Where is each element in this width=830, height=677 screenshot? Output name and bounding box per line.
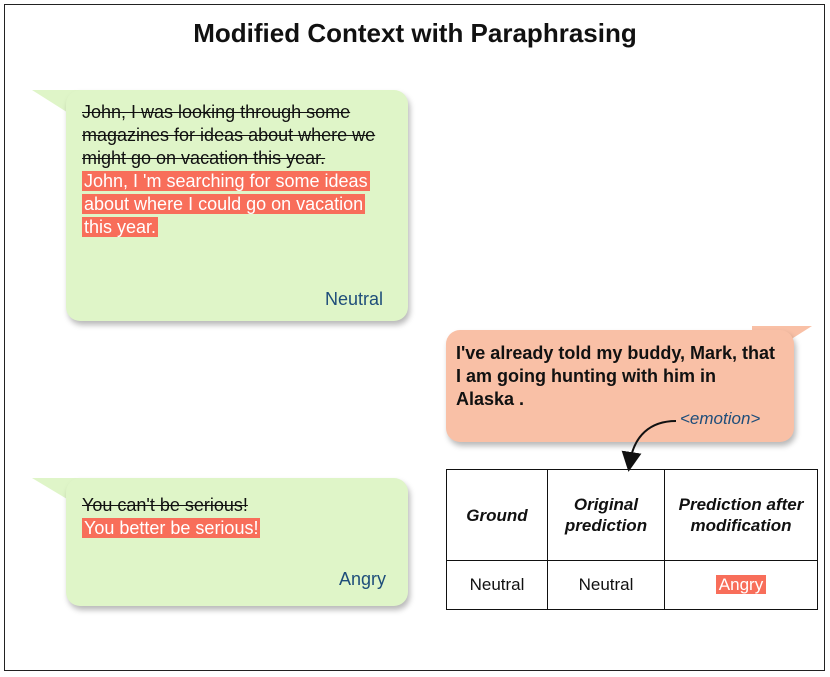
bubble2-text: I've already told my buddy, Mark, that I… xyxy=(456,343,776,409)
prediction-table: Ground Original prediction Prediction af… xyxy=(446,469,818,610)
bubble3-modified-text: You better be serious! xyxy=(82,518,261,538)
speech-bubble-2 xyxy=(446,330,794,442)
speech-bubble-3 xyxy=(66,478,408,606)
bubble3-text: You can't be serious! You better be seri… xyxy=(82,494,387,540)
arrow-curve xyxy=(621,420,677,472)
header-prediction-after-text: Prediction after modification xyxy=(678,495,804,535)
figure-title: Modified Context with Paraphrasing xyxy=(193,18,637,48)
table-row: Neutral Neutral Angry xyxy=(446,560,818,610)
header-ground: Ground xyxy=(446,469,548,561)
header-prediction-after-modification: Prediction after modification xyxy=(664,469,818,561)
header-original-prediction: Original prediction xyxy=(547,469,665,561)
cell-ground: Neutral xyxy=(446,560,548,610)
bubble1-original-text: John, I was looking through some magazin… xyxy=(82,102,376,168)
bubble3-label: Angry xyxy=(339,569,387,589)
bubble1-text: John, I was looking through some magazin… xyxy=(82,101,387,239)
cell-prediction-after-modification: Angry xyxy=(664,560,818,610)
header-original-prediction-text: Original prediction xyxy=(564,495,648,535)
cell-original-prediction: Neutral xyxy=(547,560,665,610)
cell-angry-highlight: Angry xyxy=(715,575,767,594)
bubble3-original-text: You can't be serious! xyxy=(82,495,248,515)
table-header-row: Ground Original prediction Prediction af… xyxy=(446,469,818,561)
emotion-tag: <emotion> xyxy=(680,409,761,428)
bubble1-label: Neutral xyxy=(325,289,384,309)
